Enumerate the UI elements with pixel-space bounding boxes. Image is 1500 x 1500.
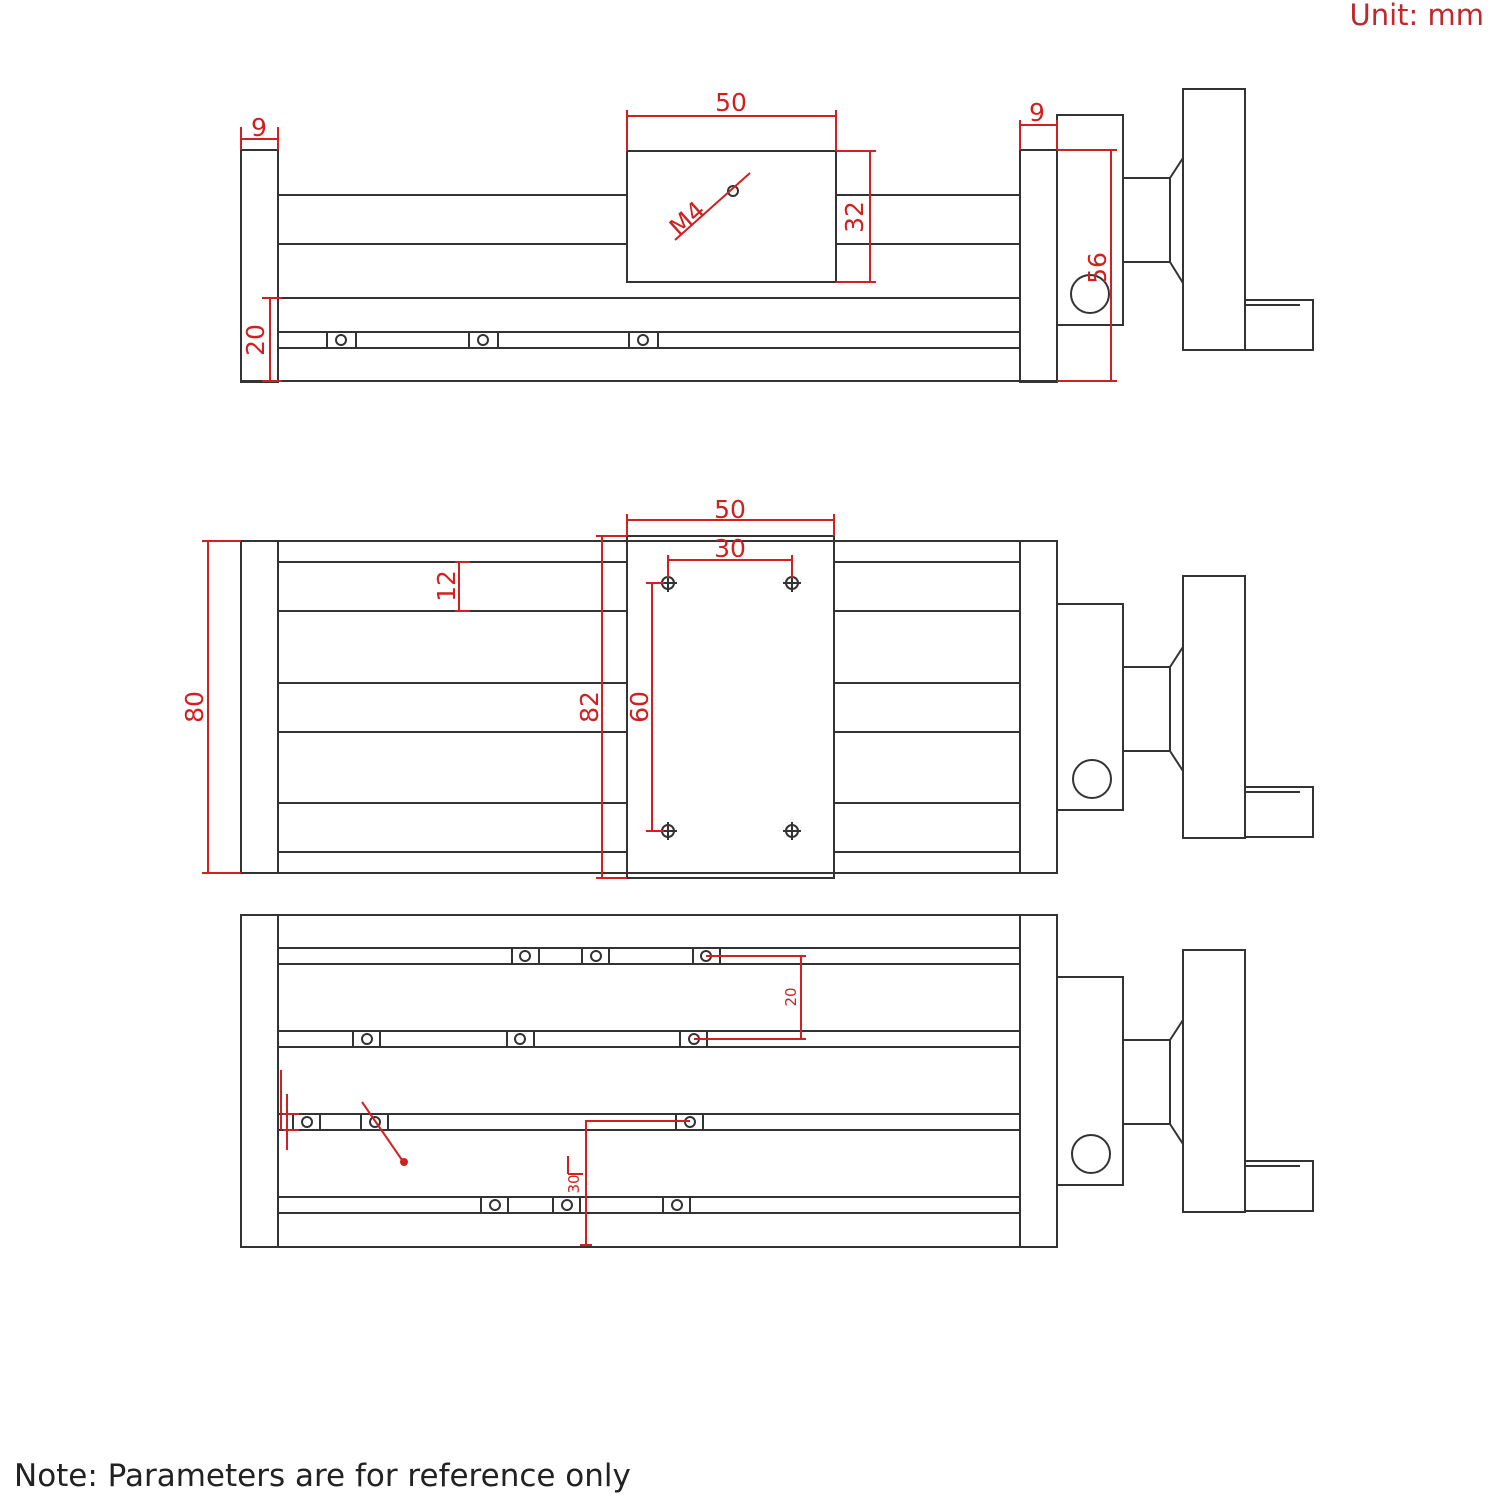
top-carriage [626,535,835,879]
top-motor-mount [1056,603,1124,811]
dim-overall-width: 80 [180,691,209,723]
dim-carriage-width: 50 [715,88,747,117]
dim-hole-spacing-y: 60 [625,691,654,723]
unit-label: Unit: mm [1349,0,1484,32]
dim-motor-height: 56 [1083,252,1112,284]
dim-slot-pitch: 20 [782,987,800,1006]
m4-hole [727,185,739,197]
top-lock-knob [1072,759,1112,799]
side-view-dimensions: 9 50 9 32 56 20 [240,88,1117,382]
bottom-view-body [240,914,1314,1248]
dim-hole-spacing-x: 30 [714,534,746,563]
side-motor-mount [1056,114,1124,326]
side-view-body [240,88,1314,383]
top-view-body [240,535,1314,879]
hole-label: M4 [664,195,711,242]
bottom-view: 20 30 [240,914,1314,1248]
top-view-dimensions: 50 30 12 80 82 60 [180,495,835,879]
dim-carriage-length: 82 [575,691,604,723]
dim-end-plate-right: 9 [1029,98,1045,127]
bottom-view-dimensions: 20 30 [280,955,806,1246]
dim-end-plate-left: 9 [251,113,267,142]
top-view: 50 30 12 80 82 60 [180,495,1314,879]
side-handwheel [1182,88,1246,351]
dim-carriage-height: 32 [840,201,869,233]
dim-rail-height: 20 [241,324,270,356]
reference-note: Note: Parameters are for reference only [14,1458,631,1494]
dim-top-carriage-width: 50 [714,495,746,524]
bottom-motor-mount [1056,976,1124,1186]
top-handwheel [1182,575,1246,839]
bottom-lock-knob [1071,1134,1111,1174]
side-carriage [626,150,837,283]
dim-rail-pitch: 12 [432,570,461,602]
dim-small: 30 [565,1174,583,1193]
side-view: 9 50 9 32 56 20 [240,88,1314,383]
bottom-handwheel [1182,949,1246,1213]
side-lock-knob [1070,274,1110,314]
